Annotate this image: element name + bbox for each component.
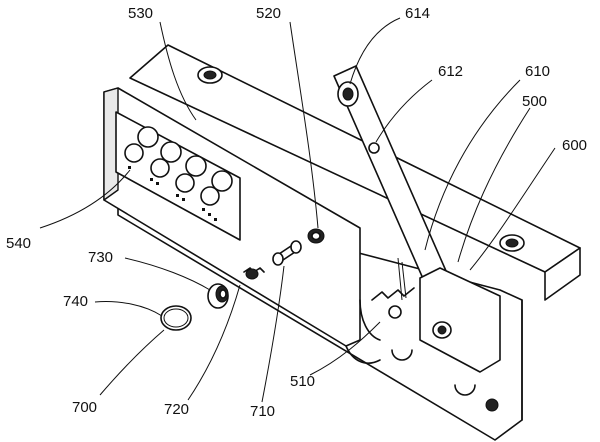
callout-730: 730 [88,249,113,266]
round-insert [307,228,325,244]
ring-740 [160,305,192,331]
leader-lines [39,17,556,403]
knob-730 [207,283,229,309]
callout-530: 530 [128,5,153,22]
callout-740: 740 [63,293,88,310]
pin-710 [272,240,302,266]
callout-610: 610 [525,63,550,80]
callout-700: 700 [72,399,97,416]
spring-720 [243,267,265,280]
side-bracket [419,267,501,373]
callout-612: 612 [438,63,463,80]
callout-500: 500 [522,93,547,110]
keypad [124,126,233,221]
callout-520: 520 [256,5,281,22]
callout-710: 710 [250,403,275,420]
callout-614: 614 [405,5,430,22]
callout-600: 600 [562,137,587,154]
callout-540: 540 [6,235,31,252]
callouts: 530 520 614 612 610 500 600 540 730 740 … [6,5,587,420]
callout-720: 720 [164,401,189,418]
latch-spring [371,257,415,319]
callout-510: 510 [290,373,315,390]
